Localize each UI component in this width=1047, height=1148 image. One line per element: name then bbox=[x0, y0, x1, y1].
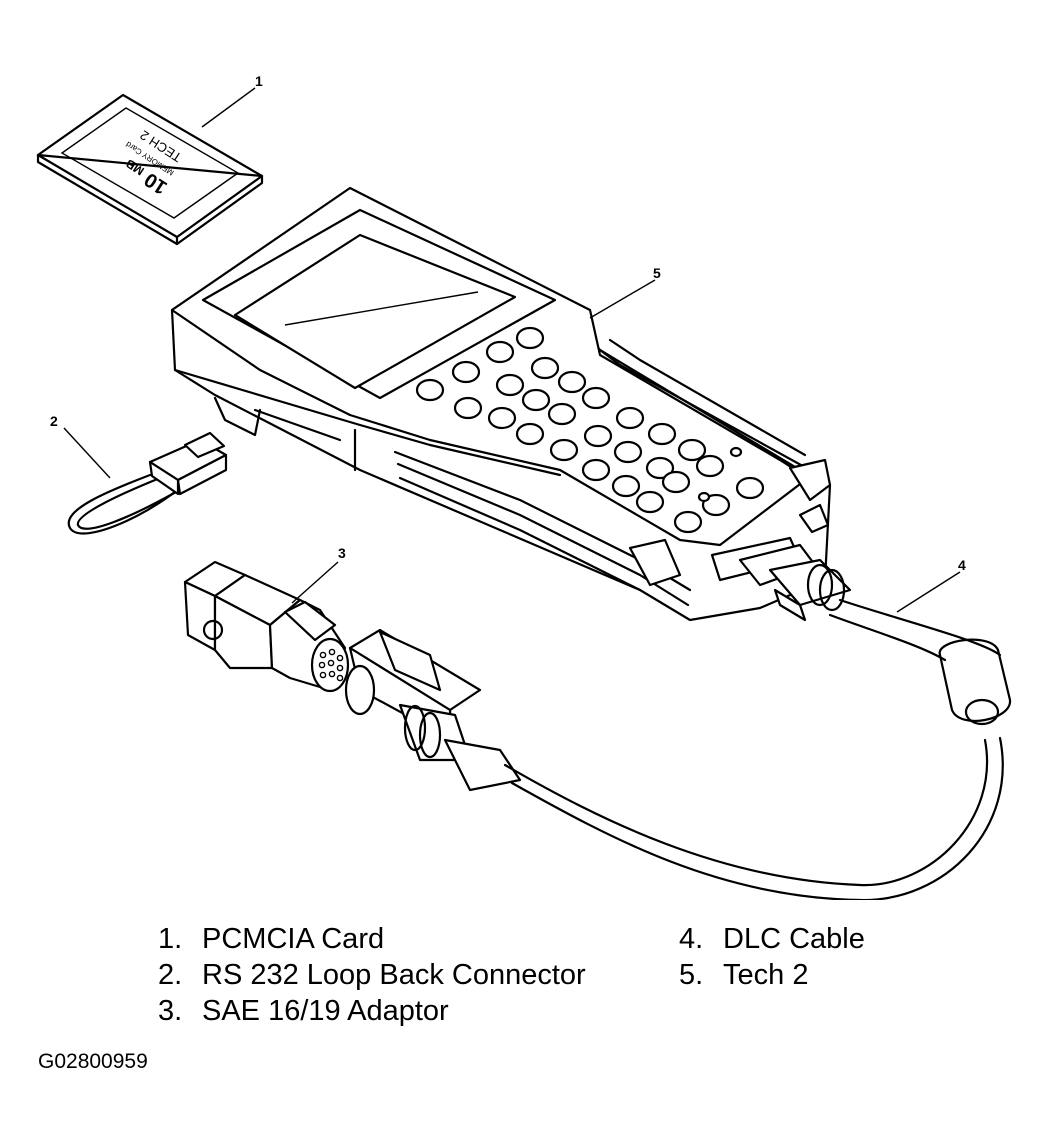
leader-line-4 bbox=[896, 571, 961, 613]
legend-right: 4. DLC Cable 5. Tech 2 bbox=[679, 921, 865, 993]
rs232-loop-back-connector bbox=[67, 431, 228, 535]
figure-id: G02800959 bbox=[38, 1050, 148, 1073]
legend-item-rs232-loop-back: 2. RS 232 Loop Back Connector bbox=[158, 959, 586, 991]
tech2-scan-tool bbox=[170, 186, 832, 622]
leader-line-3 bbox=[291, 561, 339, 604]
pcmcia-card: 10 MB MEMORY Card TECH 2 bbox=[36, 93, 264, 246]
callout-2: 2 bbox=[50, 413, 58, 429]
legend-item-dlc-cable: 4. DLC Cable bbox=[679, 923, 865, 955]
dlc-cable bbox=[344, 558, 1012, 900]
leader-line-5 bbox=[589, 279, 656, 319]
callout-5: 5 bbox=[653, 265, 661, 281]
callout-4: 4 bbox=[958, 557, 966, 573]
legend-item-sae-adaptor: 3. SAE 16/19 Adaptor bbox=[158, 995, 449, 1027]
leader-line-1 bbox=[201, 87, 256, 128]
sae-16-19-adaptor bbox=[183, 560, 350, 693]
leader-line-2 bbox=[63, 427, 111, 479]
callout-3: 3 bbox=[338, 545, 346, 561]
callout-1: 1 bbox=[255, 73, 263, 89]
tech2-exploded-diagram: 10 MB MEMORY Card TECH 2 bbox=[36, 73, 1012, 900]
legend-item-pcmcia-card: 1. PCMCIA Card bbox=[158, 923, 385, 955]
legend-left: 1. PCMCIA Card 2. RS 232 Loop Back Conne… bbox=[158, 921, 586, 1029]
legend-item-tech2: 5. Tech 2 bbox=[679, 959, 809, 991]
